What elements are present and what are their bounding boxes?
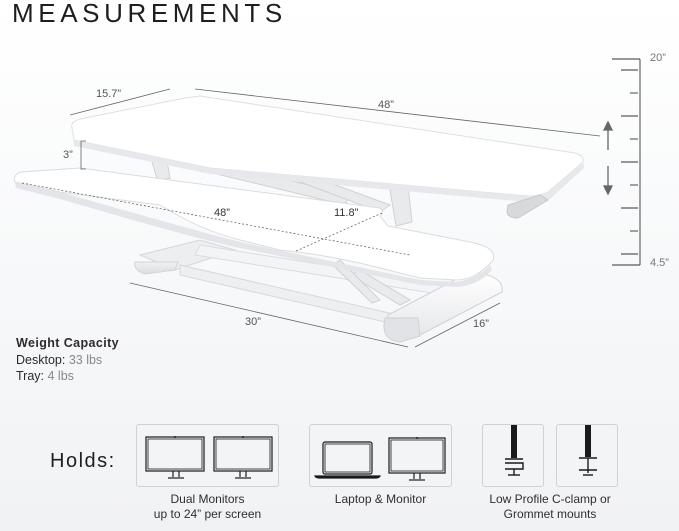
weight-label: Desktop: xyxy=(16,352,66,367)
dual-monitor-icon xyxy=(145,436,273,479)
caption-line: Dual Monitors xyxy=(170,492,245,506)
clamp-grommet-caption: Low Profile C-clamp or Grommet mounts xyxy=(470,492,630,522)
tray-gap-label: 3” xyxy=(63,149,73,161)
height-adjust-arrows-icon xyxy=(602,120,614,196)
keyboard-tray xyxy=(13,167,495,287)
desktop-surface xyxy=(71,95,584,219)
dual-monitor-card xyxy=(136,424,279,487)
caption-line: Low Profile C-clamp or xyxy=(489,492,611,506)
base-width-label: 30” xyxy=(245,316,261,328)
max-height-label: 20” xyxy=(650,52,666,64)
caption-line: Laptop & Monitor xyxy=(334,492,427,506)
caption-line: up to 24” per screen xyxy=(153,507,262,521)
height-scale xyxy=(612,58,641,266)
weight-label: Tray: xyxy=(16,369,45,383)
grommet-mount-icon xyxy=(579,425,597,476)
weight-row-desktop: Desktop: 33 lbs xyxy=(16,352,119,369)
base-frame xyxy=(134,239,503,343)
min-height-label: 4.5” xyxy=(650,257,669,269)
weight-value: 33 lbs xyxy=(68,352,103,367)
tray-width-label: 48” xyxy=(214,207,230,219)
weight-capacity-section: Weight Capacity Desktop: 33 lbs Tray: 4 … xyxy=(16,335,119,385)
weight-row-tray: Tray: 4 lbs xyxy=(16,368,119,385)
laptop-and-monitor-icon xyxy=(314,437,446,481)
standing-desk-converter-illustration xyxy=(13,58,641,348)
dimension-lines xyxy=(69,88,601,348)
weight-capacity-heading: Weight Capacity xyxy=(16,336,120,350)
tray-depth-label: 11.8” xyxy=(334,207,359,219)
laptop-and-monitor-card xyxy=(309,424,452,487)
page-title: MEASUREMENTS xyxy=(12,0,287,28)
laptop-and-monitor-caption: Laptop & Monitor xyxy=(309,492,452,507)
dual-monitor-caption: Dual Monitors up to 24” per screen xyxy=(136,492,279,522)
c-clamp-card xyxy=(482,424,544,487)
grommet-card xyxy=(556,424,618,487)
weight-value: 4 lbs xyxy=(47,369,74,383)
holds-label: Holds: xyxy=(50,450,116,472)
c-clamp-icon xyxy=(505,425,524,476)
desktop-width-label: 48” xyxy=(378,99,394,111)
caption-line: Grommet mounts xyxy=(503,507,597,521)
desktop-depth-label: 15.7” xyxy=(96,88,122,100)
base-depth-label: 16” xyxy=(473,318,489,330)
